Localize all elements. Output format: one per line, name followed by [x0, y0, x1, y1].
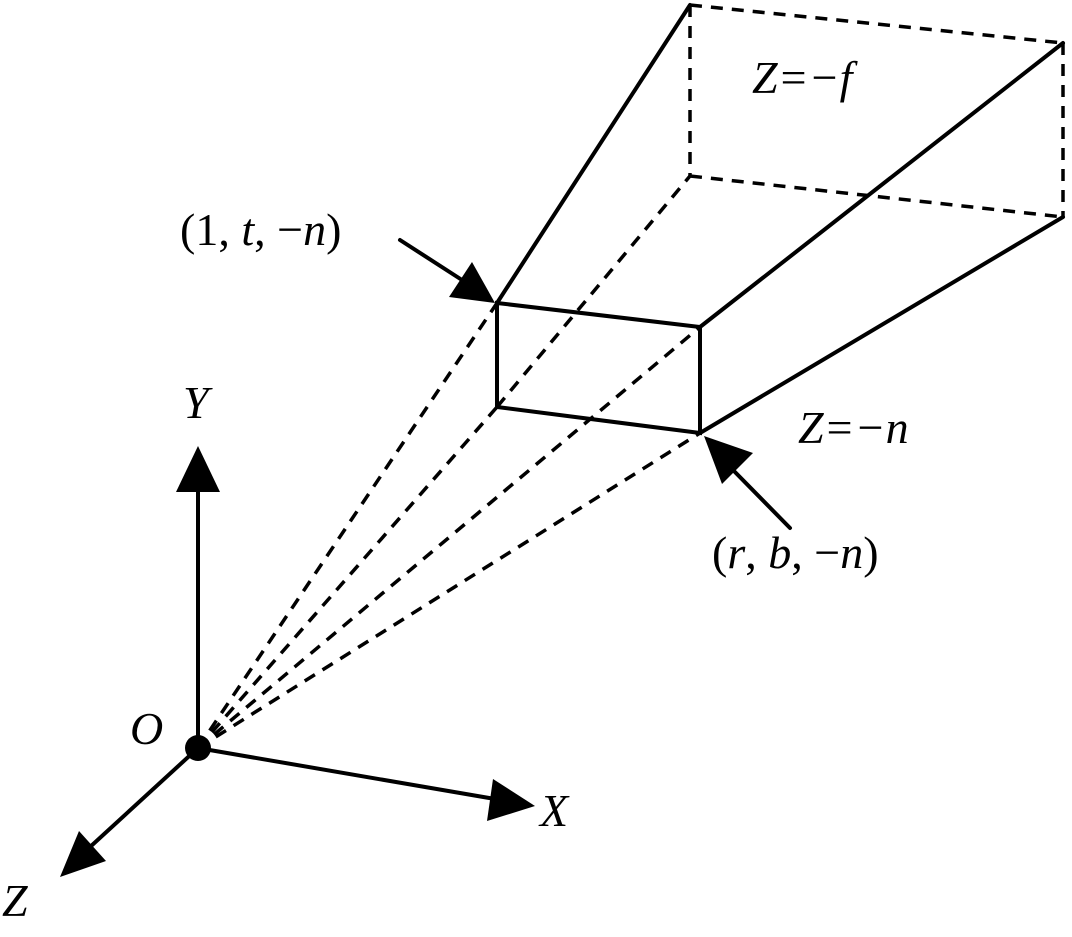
callout-arrow-top-left-line	[398, 238, 464, 282]
origin-label: O	[130, 703, 163, 754]
projection-line-bottom-left	[196, 405, 499, 750]
text-labels: Z=−f Z=−n (1, t, −n) (r, b, −n) Y X Z O	[2, 52, 909, 926]
projection-line-top-left	[196, 302, 499, 749]
corner-bottom-right-close: )	[863, 527, 878, 578]
projection-line-top-right	[196, 325, 702, 750]
corner-bottom-right-label: (r, b, −n)	[712, 527, 879, 578]
corner-bottom-right-sep1: ,	[745, 527, 768, 578]
corner-top-left-y: t	[241, 204, 255, 255]
corner-top-left-x: 1	[195, 204, 218, 255]
callout-arrow-bottom-right-line	[730, 467, 792, 530]
corner-bottom-right-open: (	[712, 527, 727, 578]
projection-lines	[196, 302, 702, 750]
corner-top-left-close: )	[326, 204, 341, 255]
callout-arrow-top-left-head	[449, 262, 495, 303]
projection-line-bottom-right	[197, 431, 701, 750]
axis-z-arrowhead	[60, 831, 106, 877]
coordinate-axes	[60, 446, 535, 877]
axis-x-label: X	[538, 785, 570, 836]
far-plane-label: Z=−f	[752, 52, 859, 103]
axis-x-arrowhead	[487, 779, 535, 821]
frustum-hidden-edges	[495, 3, 1065, 409]
corner-top-left-sep1: ,	[218, 204, 241, 255]
hidden-edge-far-top	[689, 3, 1064, 45]
corner-top-left-label: (1, t, −n)	[180, 204, 341, 255]
corner-bottom-right-y: b	[768, 527, 791, 578]
corner-top-left-z: n	[303, 204, 326, 255]
hidden-edge-far-bottom	[689, 174, 1064, 219]
edge-top-right-side	[698, 41, 1065, 329]
corner-top-left-sep2: , −	[254, 204, 303, 255]
axis-z-line	[88, 746, 200, 849]
callout-arrow-bottom-right-head	[704, 436, 753, 484]
axis-y-label: Y	[183, 377, 213, 428]
edge-bottom-right-side	[698, 215, 1065, 435]
corner-bottom-right-x: r	[727, 527, 746, 578]
edge-top-left-side	[495, 3, 692, 305]
axis-x-line	[196, 746, 497, 801]
axis-y-arrowhead	[176, 446, 220, 492]
corner-top-left-open: (	[180, 204, 195, 255]
origin-point	[185, 735, 211, 761]
corner-bottom-right-z: n	[840, 527, 863, 578]
callout-arrows	[398, 238, 792, 530]
axis-z-label: Z	[2, 875, 28, 926]
corner-bottom-right-sep2: , −	[791, 527, 840, 578]
hidden-edge-bottom-left-side	[495, 174, 692, 409]
near-plane-label: Z=−n	[798, 402, 909, 453]
frustum-visible-edges	[495, 3, 1065, 436]
